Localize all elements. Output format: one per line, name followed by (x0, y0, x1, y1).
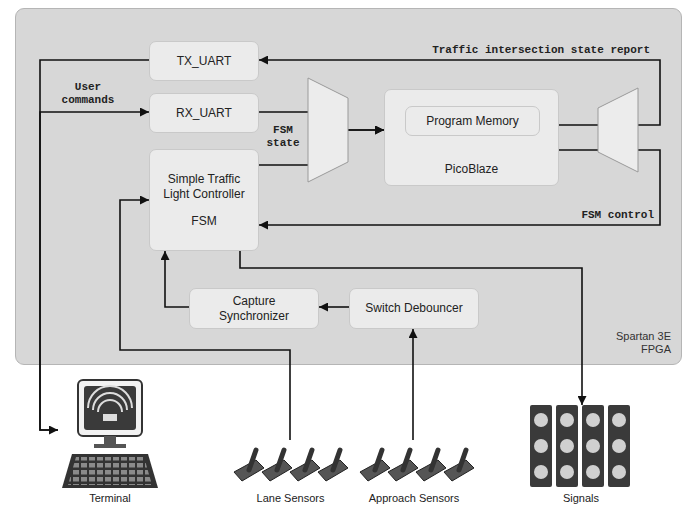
node-label: Terminal (89, 492, 131, 506)
signals-node: Signals (526, 405, 636, 508)
sensor-node: Approach Sensors (354, 440, 474, 508)
terminal-node: Terminal (58, 378, 162, 508)
connector-label: Traffic intersection state report (420, 44, 650, 57)
node-label: Approach Sensors (369, 492, 460, 506)
connector-label: FSM state (260, 124, 306, 150)
node-label: Program Memory (426, 114, 519, 129)
traffic-signal-icons (530, 405, 630, 487)
signal-connector (165, 251, 189, 307)
node-label: Signals (563, 492, 599, 506)
signal-lamp (560, 413, 574, 427)
switch-lever (403, 450, 410, 470)
signal-connector (40, 60, 149, 430)
signal-connector (412, 329, 414, 440)
signal-connector (319, 306, 349, 308)
switch-lever (305, 450, 312, 470)
memory-block: Program Memory (405, 106, 540, 136)
connector-label: FSM control (570, 209, 654, 222)
terminal-icon (62, 380, 158, 488)
signal-lamp (534, 439, 548, 453)
signal-lamp (612, 413, 626, 427)
input-multiplexer (308, 78, 348, 182)
synchronizer-block: Capture Synchronizer (189, 288, 319, 329)
node-label: TX_UART (177, 54, 231, 69)
node-label: PicoBlaze (445, 162, 498, 177)
uart-block: RX_UART (149, 93, 259, 133)
signal-housing (608, 405, 630, 487)
switch-lever (431, 450, 438, 470)
switch-lever (333, 450, 340, 470)
lane-sensor-icons (234, 450, 348, 481)
processor-block: PicoBlaze Program Memory (384, 89, 559, 186)
node-label: Capture Synchronizer (196, 294, 312, 324)
signal-lamp (586, 465, 600, 479)
connector-label: User commands (50, 81, 126, 107)
signal-connector (240, 251, 582, 405)
node-label: Switch Debouncer (365, 301, 462, 316)
signal-lamp (586, 413, 600, 427)
signal-housing (556, 405, 578, 487)
node-label: Simple Traffic Light Controller (156, 172, 252, 202)
sensor-node: Lane Sensors (228, 440, 353, 508)
signal-housing (530, 405, 552, 487)
signal-lamp (560, 465, 574, 479)
signal-lamp (534, 413, 548, 427)
signal-lamp (560, 439, 574, 453)
debouncer-block: Switch Debouncer (349, 288, 479, 329)
approach-sensor-icons (360, 450, 474, 481)
node-label: FSM (191, 214, 216, 229)
switch-lever (249, 450, 256, 470)
signal-lamp (612, 465, 626, 479)
fsm-block: Simple Traffic Light ControllerFSM (149, 149, 259, 251)
signal-lamp (586, 439, 600, 453)
uart-block: TX_UART (149, 41, 259, 81)
signal-lamp (534, 465, 548, 479)
output-demultiplexer (598, 88, 638, 172)
node-label: Lane Sensors (257, 492, 325, 506)
signal-housing (582, 405, 604, 487)
signal-lamp (612, 439, 626, 453)
node-label: RX_UART (176, 106, 232, 121)
signal-connector (120, 200, 290, 440)
switch-lever (459, 450, 466, 470)
switch-lever (375, 450, 382, 470)
node-label: Spartan 3E FPGA (597, 330, 671, 358)
switch-lever (277, 450, 284, 470)
